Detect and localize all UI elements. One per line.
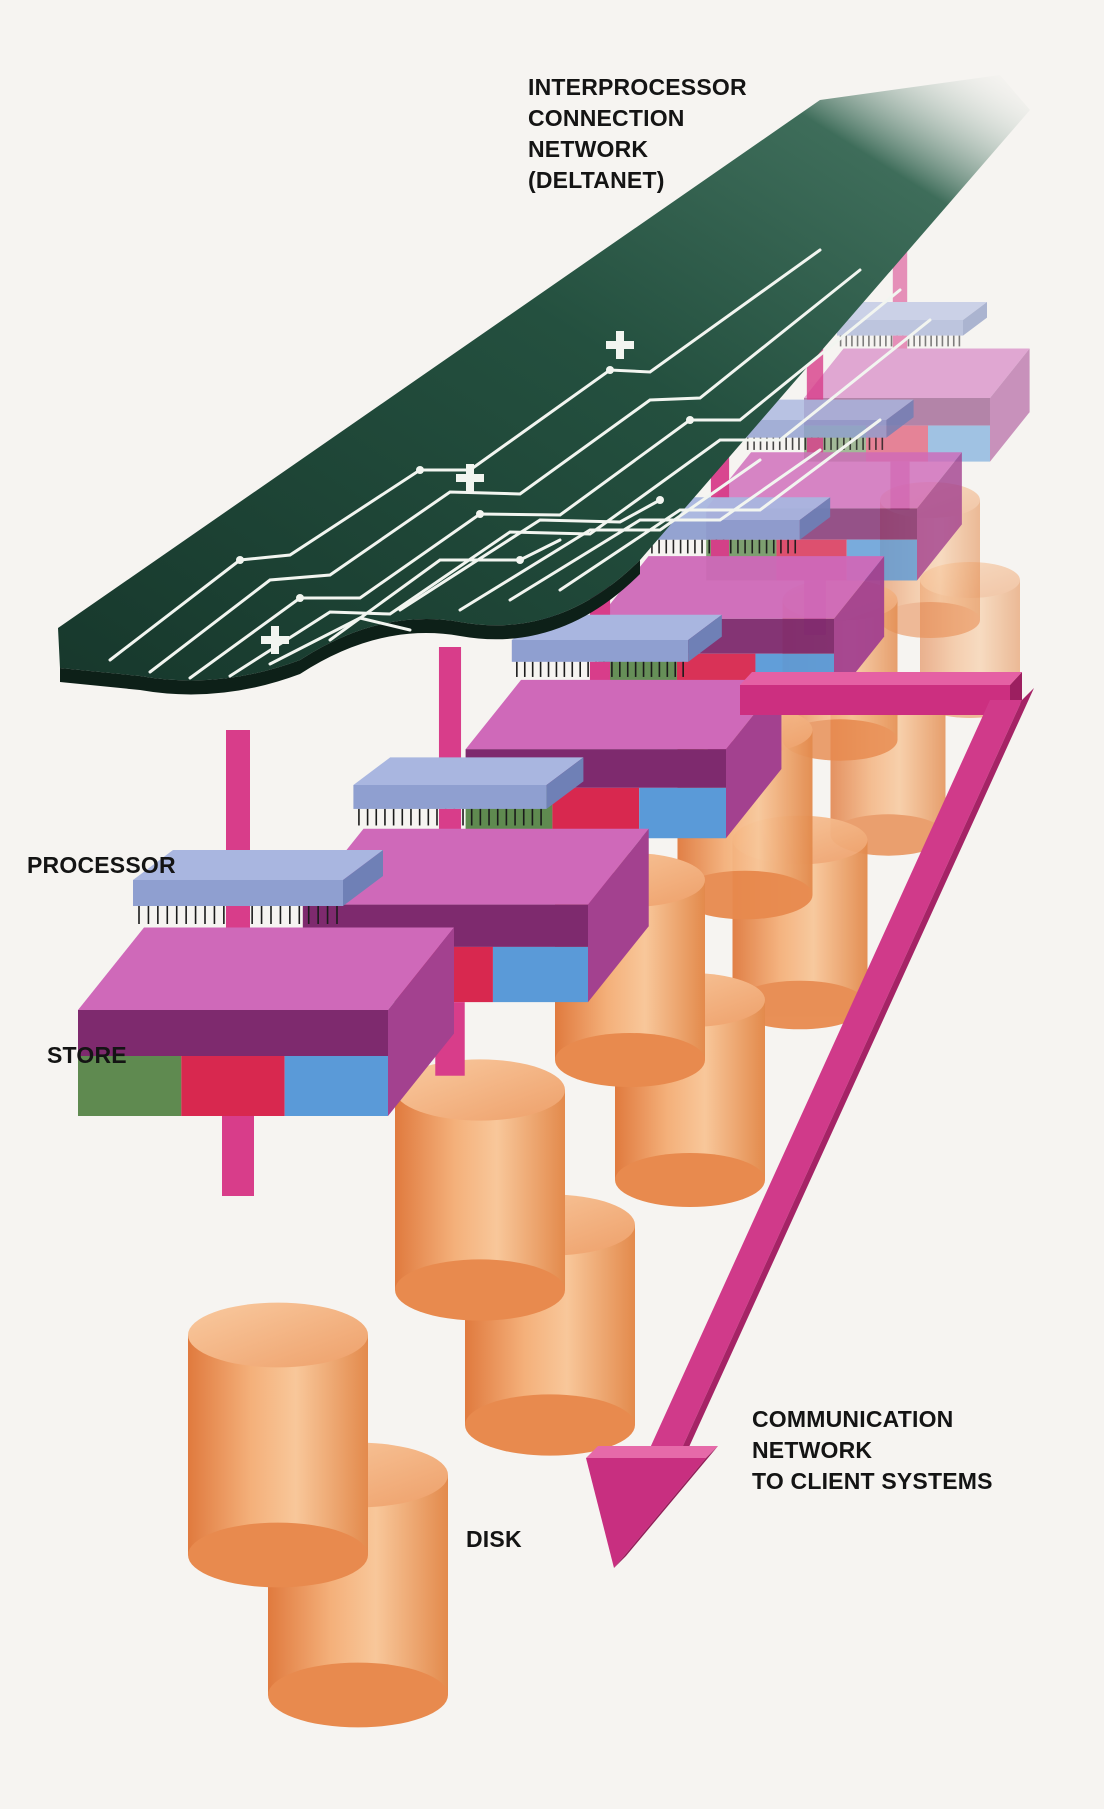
disk-bottom xyxy=(268,1663,448,1728)
comm-label-line-3: TO CLIENT SYSTEMS xyxy=(752,1466,993,1497)
disk-top xyxy=(188,1303,368,1368)
interprocessor-network-label: INTERPROCESSOR CONNECTION NETWORK (DELTA… xyxy=(528,72,747,196)
circuit-node xyxy=(606,366,614,374)
disk-body xyxy=(188,1335,368,1555)
switch-bar xyxy=(271,626,279,654)
circuit-node xyxy=(686,416,694,424)
circuit-node xyxy=(476,510,484,518)
store-top xyxy=(78,928,454,1011)
store-memory-block xyxy=(285,1056,388,1116)
network-label-line-4: (DELTANET) xyxy=(528,165,747,196)
disk-cylinder xyxy=(188,1303,368,1588)
processor-chip-front xyxy=(744,420,887,438)
processor-label: PROCESSOR xyxy=(27,850,176,881)
circuit-node xyxy=(296,594,304,602)
processor-chip-front xyxy=(133,880,343,906)
processor-chip-front xyxy=(353,785,546,809)
circuit-node xyxy=(516,556,524,564)
communication-network-label: COMMUNICATION NETWORK TO CLIENT SYSTEMS xyxy=(752,1404,993,1497)
disk-cylinder xyxy=(395,1059,565,1320)
comm-label-line-2: NETWORK xyxy=(752,1435,993,1466)
store-top xyxy=(804,349,1030,399)
disk-connector xyxy=(222,1116,254,1196)
disk-bottom xyxy=(395,1259,565,1320)
store-memory-block xyxy=(181,1056,284,1116)
disk-label: DISK xyxy=(466,1524,522,1555)
store-top xyxy=(466,680,782,749)
switch-bar xyxy=(466,464,474,492)
circuit-node xyxy=(416,466,424,474)
store-top xyxy=(598,556,884,619)
store-memory-block xyxy=(639,788,726,838)
processor-chip-front xyxy=(512,640,688,662)
network-label-line-1: INTERPROCESSOR xyxy=(528,72,747,103)
network-label-line-2: CONNECTION xyxy=(528,103,747,134)
comm-label-line-1: COMMUNICATION xyxy=(752,1404,993,1435)
disk-bottom xyxy=(615,1153,765,1207)
switch-bar xyxy=(616,331,624,359)
store-label: STORE xyxy=(47,1040,127,1071)
circuit-node xyxy=(236,556,244,564)
network-label-line-3: NETWORK xyxy=(528,134,747,165)
processor-chip-top xyxy=(353,757,583,785)
processor-chip-front xyxy=(837,320,963,336)
disk-bottom xyxy=(555,1033,705,1087)
store-memory-block xyxy=(493,947,588,1002)
disk-bottom xyxy=(188,1523,368,1588)
circuit-node xyxy=(656,496,664,504)
